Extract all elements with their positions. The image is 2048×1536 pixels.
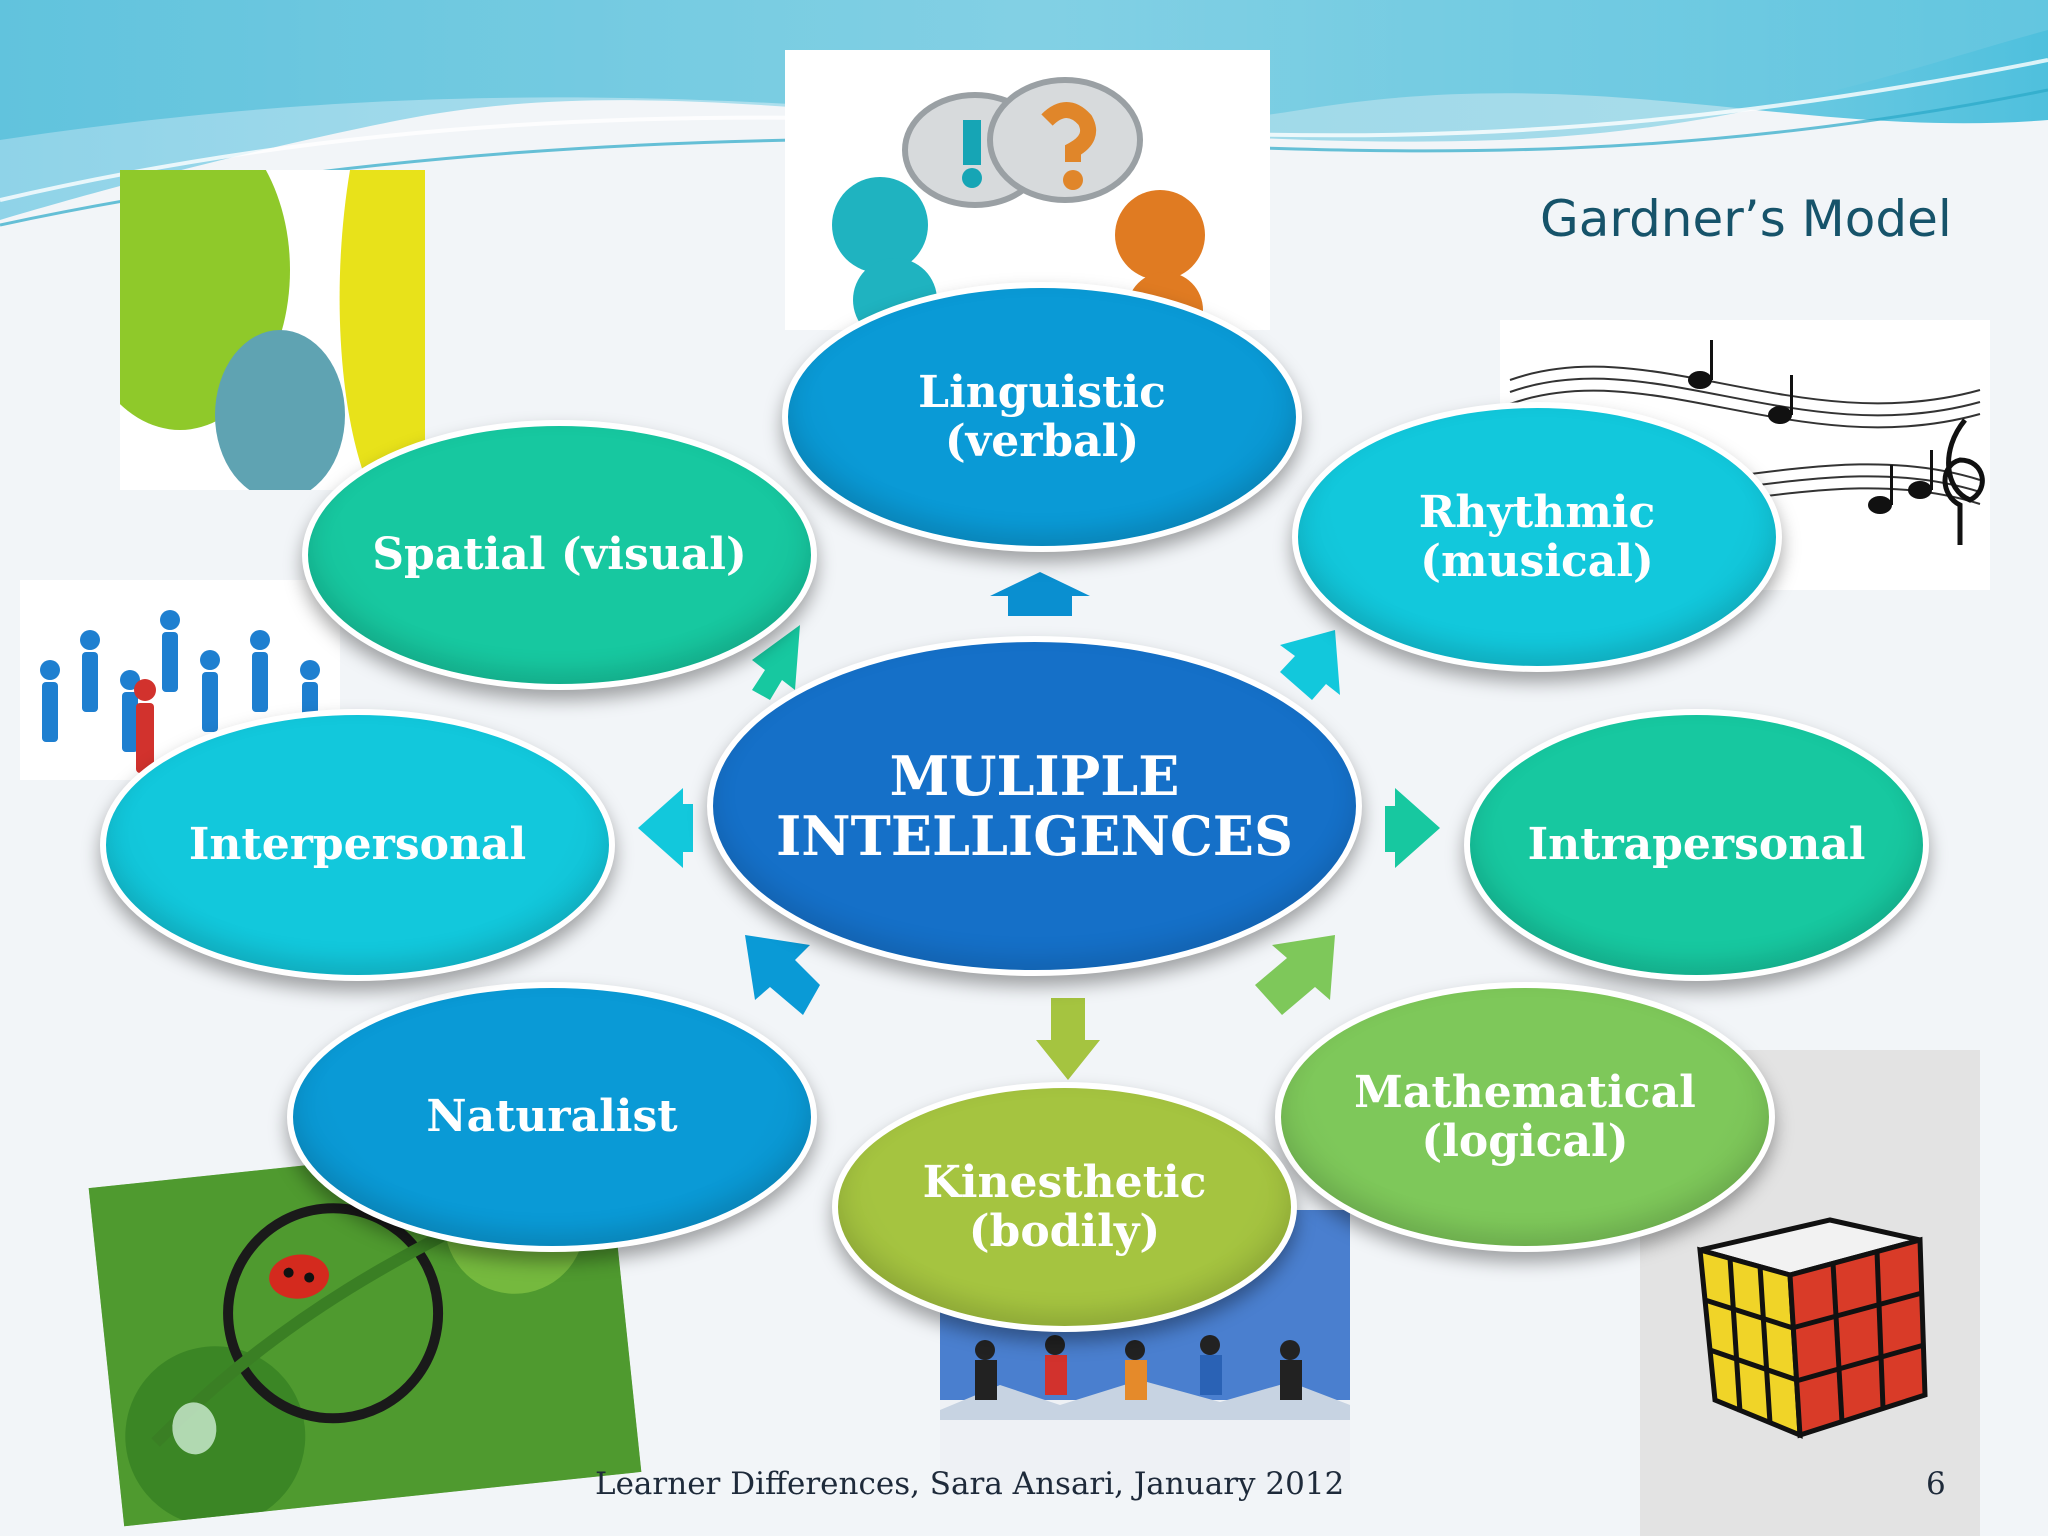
footer-text: Learner Differences, Sara Ansari, Januar… bbox=[595, 1466, 1345, 1502]
spatial-label: Spatial (visual) bbox=[372, 529, 747, 581]
kinesthetic-node: Kinesthetic (bodily) bbox=[832, 1082, 1297, 1332]
arrow-to-mathematical-icon bbox=[1255, 935, 1335, 1015]
center-label: MULIPLE INTELLIGENCES bbox=[776, 743, 1293, 868]
spatial-node: Spatial (visual) bbox=[302, 420, 817, 690]
eggs-icon bbox=[120, 170, 425, 490]
linguistic-label: Linguistic (verbal) bbox=[918, 366, 1166, 467]
kinesthetic-label: Kinesthetic (bodily) bbox=[922, 1156, 1207, 1257]
center-node: MULIPLE INTELLIGENCES bbox=[707, 636, 1362, 976]
interpersonal-label: Interpersonal bbox=[188, 819, 527, 871]
arrow-to-interpersonal-icon bbox=[638, 788, 693, 868]
naturalist-label: Naturalist bbox=[426, 1091, 678, 1143]
page-number: 6 bbox=[1926, 1466, 1946, 1502]
eggs-picture bbox=[120, 170, 425, 490]
arrow-to-rhythmic-icon bbox=[1280, 630, 1340, 700]
arrow-to-naturalist-icon bbox=[745, 935, 820, 1015]
arrow-to-linguistic-icon bbox=[990, 572, 1090, 616]
mathematical-node: Mathematical (logical) bbox=[1275, 982, 1775, 1252]
arrow-to-intrapersonal-icon bbox=[1385, 788, 1440, 868]
linguistic-node: Linguistic (verbal) bbox=[782, 282, 1302, 552]
intrapersonal-label: Intrapersonal bbox=[1527, 819, 1866, 871]
mathematical-label: Mathematical (logical) bbox=[1354, 1066, 1696, 1167]
rubiks-cube-icon bbox=[1640, 1050, 1980, 1536]
interpersonal-node: Interpersonal bbox=[100, 709, 615, 981]
rhythmic-node: Rhythmic (musical) bbox=[1292, 402, 1782, 672]
people-icon bbox=[40, 610, 320, 773]
intrapersonal-node: Intrapersonal bbox=[1464, 709, 1929, 981]
slide-title: Gardner’s Model bbox=[1540, 190, 1952, 248]
arrow-to-kinesthetic-icon bbox=[1036, 998, 1100, 1080]
rubiks-cube-picture bbox=[1640, 1050, 1980, 1536]
rhythmic-label: Rhythmic (musical) bbox=[1418, 486, 1656, 587]
naturalist-node: Naturalist bbox=[287, 982, 817, 1252]
